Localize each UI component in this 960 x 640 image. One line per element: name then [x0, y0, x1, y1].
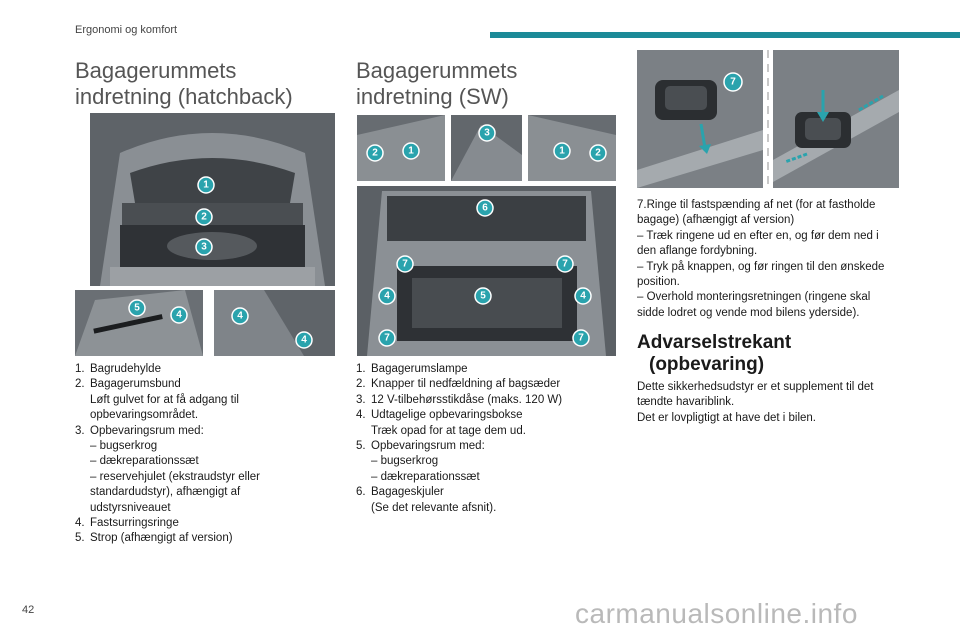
callout-label: 6	[482, 203, 488, 214]
sw-trunk-photo: 6 7 7 4 5 4 7 7	[357, 186, 616, 356]
hatchback-title: Bagagerummets indretning (hatchback)	[75, 58, 293, 109]
list-subitem: – dækreparationssæt	[90, 455, 199, 468]
callout-label: 4	[237, 311, 243, 322]
net-ring-diagram: 7	[637, 50, 899, 188]
hatchback-trunk-photo: 1 2 3	[90, 113, 335, 286]
list-item: 6.Bagageskjuler	[356, 486, 444, 499]
list-item: 4.Fastsurringsringe	[75, 517, 179, 530]
watermark: carmanualsonline.info	[575, 598, 858, 629]
list-item: 2.Knapper til nedfældning af bagsæder	[356, 378, 561, 391]
list-item: 4.Udtagelige opbevaringsbokse	[356, 409, 523, 422]
callout-label: 5	[480, 291, 486, 302]
sw-seat-buttons-right-photo: 1 2	[528, 115, 616, 181]
callout-label: 1	[203, 180, 209, 191]
running-header: Ergonomi og komfort	[75, 24, 178, 36]
hatchback-legend-list: 1.Bagrudehylde 2.Bagagerumsbund Løft gul…	[75, 362, 345, 547]
hatchback-floor-photo: 4 4	[214, 290, 335, 356]
callout-label: 5	[134, 303, 140, 314]
callout-label: 2	[201, 212, 207, 223]
list-subitem: Løft gulvet for at få adgang til	[90, 393, 239, 406]
list-item: 5.Opbevaringsrum med:	[356, 440, 485, 453]
callout-label: 4	[301, 335, 307, 346]
warning-triangle-title: Advarselstrekant (opbevaring)	[637, 332, 792, 375]
list-item: 5.Strop (afhængigt af version)	[75, 532, 233, 545]
sw-title: Bagagerummets indretning (SW)	[356, 58, 518, 109]
page-number: 42	[22, 604, 35, 616]
callout-label: 4	[384, 291, 390, 302]
header-accent-bar	[490, 32, 960, 38]
sw-socket-photo: 3	[451, 115, 522, 181]
callout-label: 7	[384, 333, 390, 344]
callout-label: 3	[201, 242, 207, 253]
net-rings-text: 7.Ringe til fastspænding af net (for at …	[637, 199, 885, 319]
list-item: 3.Opbevaringsrum med:	[75, 424, 204, 437]
list-item: 3.12 V-tilbehørsstikdåse (maks. 120 W)	[356, 393, 563, 406]
warning-triangle-text: Dette sikkerhedsudstyr er et supplement …	[637, 381, 874, 424]
callout-label: 4	[580, 291, 586, 302]
list-item: 1.Bagagerumslampe	[356, 363, 468, 375]
callout-badges: 1 2 3	[195, 176, 215, 256]
callout-label: 7	[562, 259, 568, 270]
list-subitem: – reservehjulet (ekstraudstyr eller	[90, 470, 261, 483]
callout-label: 2	[595, 148, 601, 159]
sw-legend-list: 1.Bagagerumslampe 2.Knapper til nedfældn…	[356, 362, 626, 516]
list-item: 2.Bagagerumsbund	[75, 378, 181, 391]
list-subitem: – bugserkrog	[371, 455, 439, 468]
list-subitem: opbevaringsområdet.	[90, 409, 199, 422]
callout-label: 7	[578, 333, 584, 344]
callout-label: 1	[559, 146, 565, 157]
callout-label: 7	[402, 259, 408, 270]
callout-label: 1	[408, 146, 414, 157]
hatchback-side-photo: 5 4	[75, 290, 203, 356]
list-subitem: Træk opad for at tage dem ud.	[371, 424, 526, 437]
callout-label: 3	[484, 128, 490, 139]
list-subitem: – bugserkrog	[90, 440, 158, 453]
sw-seat-buttons-photo: 2 1	[357, 115, 445, 181]
list-subitem: standardudstyr), afhængigt af	[90, 486, 241, 499]
list-subitem: udstyrsniveauet	[90, 501, 171, 514]
callout-label: 4	[176, 310, 182, 321]
list-subitem: (Se det relevante afsnit).	[371, 501, 497, 514]
list-subitem: – dækreparationssæt	[371, 470, 480, 483]
callout-label: 2	[372, 148, 378, 159]
callout-label: 7	[730, 77, 736, 88]
list-item: 1.Bagrudehylde	[75, 363, 161, 375]
